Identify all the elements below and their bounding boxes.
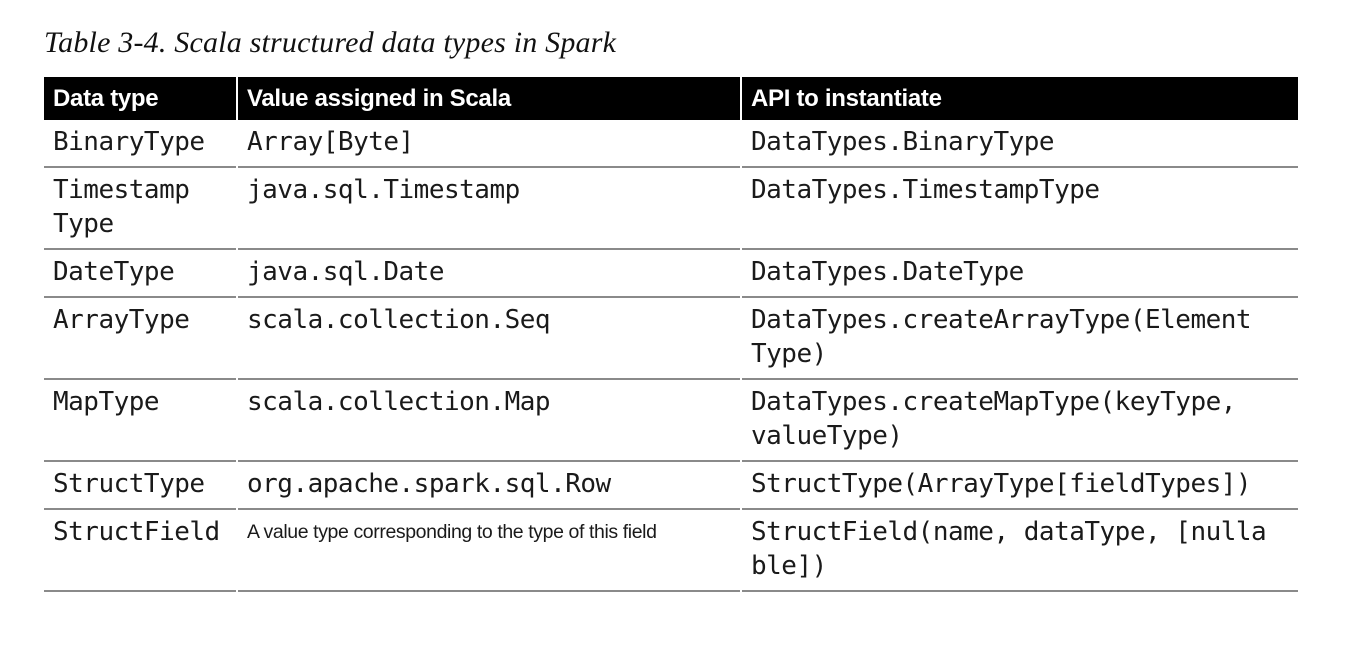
cell-api: DataTypes.TimestampType	[742, 168, 1298, 250]
table-row: BinaryType Array[Byte] DataTypes.BinaryT…	[44, 120, 1298, 168]
cell-api: DataTypes.DateType	[742, 250, 1298, 298]
cell-data-type: Timestamp Type	[44, 168, 236, 250]
cell-data-type: MapType	[44, 380, 236, 462]
table-row: MapType scala.collection.Map DataTypes.c…	[44, 380, 1298, 462]
cell-value: scala.collection.Seq	[238, 298, 740, 380]
cell-api: DataTypes.BinaryType	[742, 120, 1298, 168]
cell-value: Array[Byte]	[238, 120, 740, 168]
table-row: ArrayType scala.collection.Seq DataTypes…	[44, 298, 1298, 380]
cell-data-type: BinaryType	[44, 120, 236, 168]
cell-api: StructType(ArrayType[fieldTypes])	[742, 462, 1298, 510]
cell-value: java.sql.Date	[238, 250, 740, 298]
cell-data-type: StructType	[44, 462, 236, 510]
cell-value: scala.collection.Map	[238, 380, 740, 462]
cell-data-type: ArrayType	[44, 298, 236, 380]
column-header-data-type: Data type	[44, 77, 236, 120]
table-row: Timestamp Type java.sql.Timestamp DataTy…	[44, 168, 1298, 250]
table-caption: Table 3-4. Scala structured data types i…	[44, 26, 617, 59]
table-row: StructField A value type corresponding t…	[44, 510, 1298, 592]
table-row: DateType java.sql.Date DataTypes.DateTyp…	[44, 250, 1298, 298]
cell-api: StructField(name, dataType, [nulla ble])	[742, 510, 1298, 592]
cell-value: org.apache.spark.sql.Row	[238, 462, 740, 510]
table-row: StructType org.apache.spark.sql.Row Stru…	[44, 462, 1298, 510]
header-row: Data type Value assigned in Scala API to…	[44, 77, 1298, 120]
cell-api: DataTypes.createArrayType(Element Type)	[742, 298, 1298, 380]
column-header-api: API to instantiate	[742, 77, 1298, 120]
cell-value: java.sql.Timestamp	[238, 168, 740, 250]
column-header-value-assigned: Value assigned in Scala	[238, 77, 740, 120]
cell-api: DataTypes.createMapType(keyType, valueTy…	[742, 380, 1298, 462]
cell-data-type: DateType	[44, 250, 236, 298]
cell-data-type: StructField	[44, 510, 236, 592]
cell-value: A value type corresponding to the type o…	[238, 510, 740, 592]
data-types-table: Data type Value assigned in Scala API to…	[42, 77, 1300, 592]
